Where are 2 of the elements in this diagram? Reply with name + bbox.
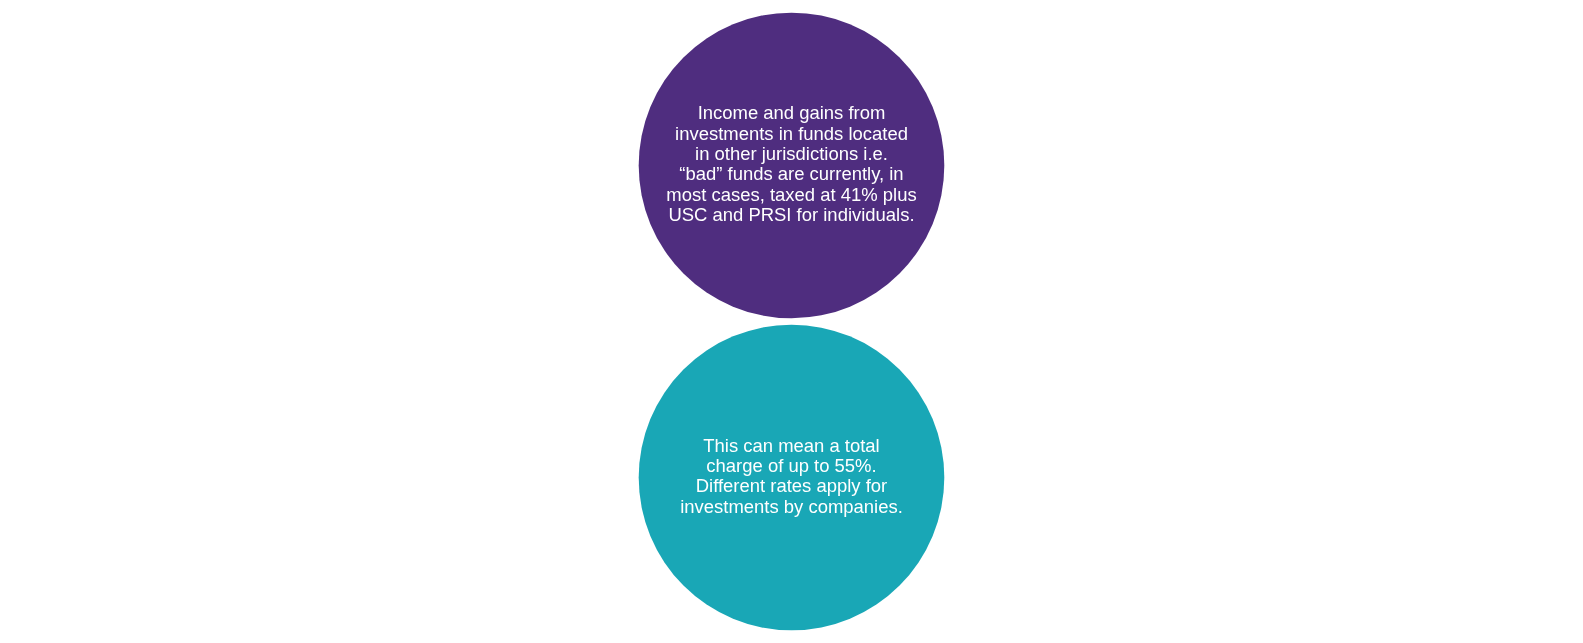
node-circle: Income and gains from investments in funds located in other jurisdictions i.e. “bad” funds are currently, in most cases, taxed at 41% plus USC and PRSI for individuals. (638, 12, 945, 319)
node-circle: This can mean a total charge of up to 55%. Different rates apply for investments by companies. (638, 324, 945, 631)
